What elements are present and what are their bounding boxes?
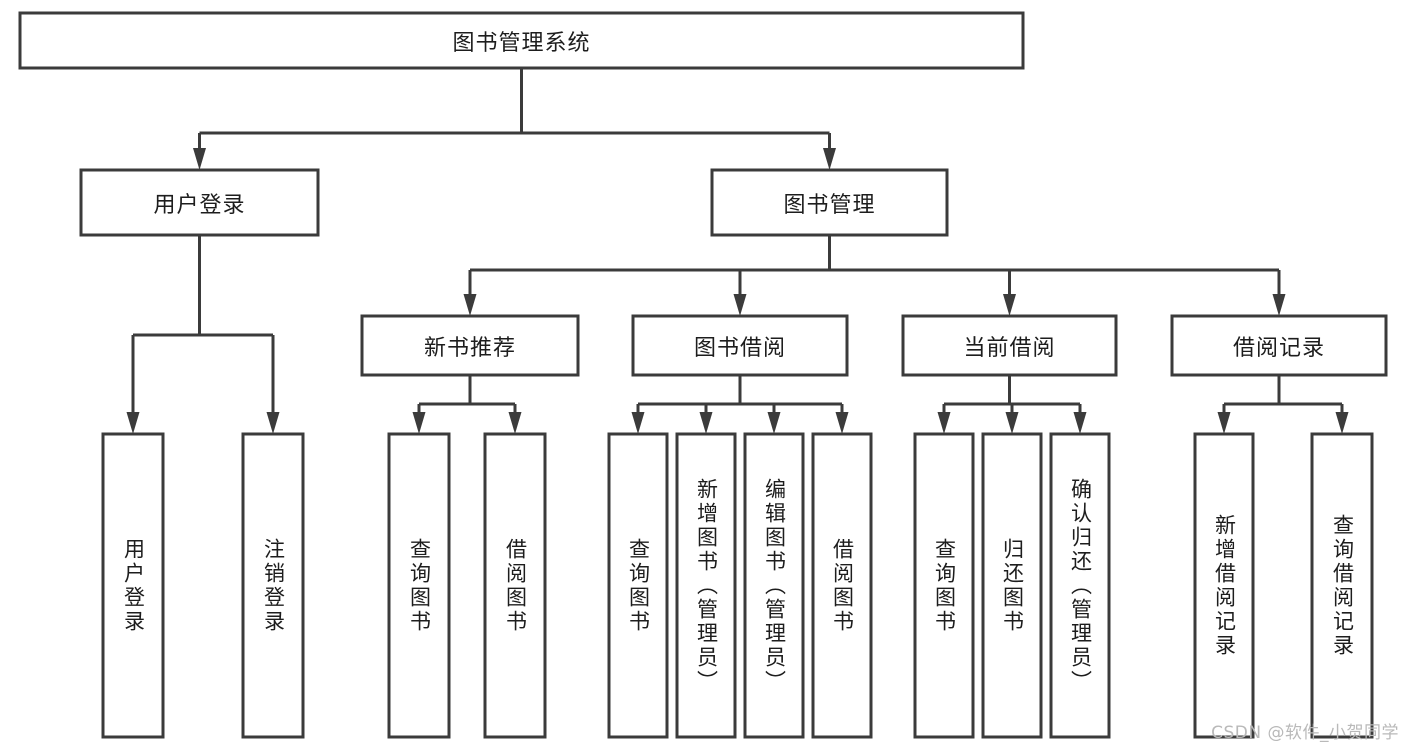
node-leaf-confirm-return[interactable] — [1049, 432, 1111, 739]
node-root[interactable] — [18, 11, 1025, 70]
arrow-head-leaf-edit-book — [767, 412, 781, 434]
arrow-head-leaf-borrow-book-2 — [835, 412, 849, 434]
arrow-head-user-login — [193, 148, 206, 170]
arrow-head-leaf-query-record — [1335, 412, 1349, 434]
node-book-borrow[interactable] — [631, 314, 849, 377]
node-book-manage[interactable] — [710, 168, 949, 237]
arrow-head-leaf-borrow-book-1 — [508, 412, 522, 434]
arrow-head-new-book-rec — [463, 294, 477, 316]
arrow-head-leaf-add-book — [699, 412, 713, 434]
node-leaf-borrow-book-1[interactable] — [483, 432, 547, 739]
arrow-head-book-borrow — [733, 294, 747, 316]
node-leaf-user-login[interactable] — [101, 432, 165, 739]
arrow-head-book-manage — [823, 148, 836, 170]
arrow-head-leaf-return-book — [1005, 412, 1019, 434]
arrow-head-leaf-query-book-2 — [631, 412, 645, 434]
node-leaf-query-book-2[interactable] — [607, 432, 669, 739]
node-leaf-query-record[interactable] — [1310, 432, 1374, 739]
arrow-head-leaf-confirm-return — [1073, 412, 1087, 434]
arrow-head-leaf-logout — [266, 412, 280, 434]
arrow-head-borrow-record — [1272, 294, 1286, 316]
node-leaf-add-book[interactable] — [675, 432, 737, 739]
node-current-borrow[interactable] — [901, 314, 1118, 377]
arrow-head-leaf-user-login — [126, 412, 140, 434]
node-leaf-query-book-3[interactable] — [913, 432, 975, 739]
node-leaf-borrow-book-2[interactable] — [811, 432, 873, 739]
node-leaf-edit-book[interactable] — [743, 432, 805, 739]
node-leaf-logout[interactable] — [241, 432, 305, 739]
node-leaf-add-record[interactable] — [1193, 432, 1255, 739]
arrow-head-current-borrow — [1003, 294, 1016, 316]
connector-layer — [126, 68, 1349, 434]
arrow-head-leaf-query-book-3 — [937, 412, 951, 434]
node-borrow-record[interactable] — [1170, 314, 1388, 377]
arrow-head-leaf-query-book-1 — [412, 412, 426, 434]
node-user-login[interactable] — [79, 168, 320, 237]
watermark: CSDN @软件_小贺同学 — [1211, 723, 1399, 743]
node-leaf-query-book-1[interactable] — [387, 432, 451, 739]
node-leaf-return-book[interactable] — [981, 432, 1043, 739]
node-layer — [18, 11, 1388, 739]
node-new-book-rec[interactable] — [360, 314, 580, 377]
arrow-head-leaf-add-record — [1217, 412, 1231, 434]
